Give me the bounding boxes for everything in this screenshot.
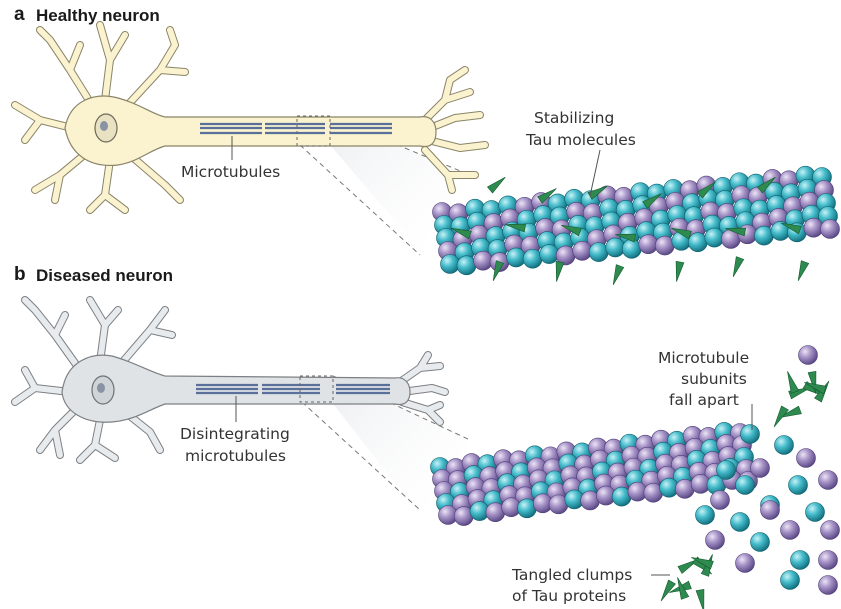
tubulin-subunit-purple: [573, 241, 592, 260]
tubulin-subunit-teal: [806, 503, 825, 522]
tubulin-subunit-teal: [507, 248, 526, 267]
tau-tangle-lower: [661, 554, 713, 609]
tubulin-subunit-teal: [789, 476, 808, 495]
tubulin-subunit-purple: [799, 346, 818, 365]
tubulin-subunit-teal: [457, 256, 476, 275]
tubulin-subunit-purple: [751, 459, 770, 478]
tubulin-subunit-teal: [523, 249, 542, 268]
subunits-label-line2: subunits: [681, 369, 747, 389]
panel-a-title: Healthy neuron: [36, 6, 160, 26]
tau-molecule: [487, 177, 505, 193]
tau-molecule: [733, 257, 744, 277]
tubulin-subunit-teal: [751, 533, 770, 552]
tau-molecule: [798, 261, 809, 281]
tubulin-subunit-purple: [819, 551, 838, 570]
tubulin-subunit-purple: [655, 236, 674, 255]
tau-molecule: [696, 589, 704, 609]
panel-b-letter: b: [14, 264, 26, 286]
tubulin-subunit-teal: [540, 245, 559, 264]
stabilizing-label-line2: Tau molecules: [526, 130, 636, 150]
tubulin-subunit-purple: [736, 554, 755, 573]
stabilizing-label-line1: Stabilizing: [534, 108, 614, 128]
tubulin-subunit-teal: [688, 233, 707, 252]
tubulin-subunit-purple: [474, 251, 493, 270]
healthy-neuron: [15, 25, 840, 285]
tubulin-subunit-teal: [791, 551, 810, 570]
tau-molecule: [556, 261, 564, 281]
tubulin-subunit-purple: [821, 521, 840, 540]
tubulin-subunit-teal: [741, 425, 760, 444]
tangled-label-line2: of Tau proteins: [512, 586, 626, 606]
tubulin-subunit-teal: [705, 228, 724, 247]
tubulin-subunit-teal: [606, 238, 625, 257]
tubulin-subunit-teal: [589, 243, 608, 262]
panel-b-title: Diseased neuron: [36, 266, 173, 286]
tau-tangle-upper: [774, 371, 829, 427]
tubulin-subunit-purple: [821, 220, 840, 239]
subunits-label-line3: fall apart: [669, 390, 739, 410]
tau-molecule: [676, 261, 684, 281]
tubulin-subunit-purple: [711, 491, 730, 510]
tubulin-subunit-teal: [736, 476, 755, 495]
tubulin-subunit-teal: [441, 255, 460, 274]
tubulin-subunit-teal: [717, 461, 736, 480]
subunits-label-line1: Microtubule: [658, 348, 749, 368]
tau-molecule: [613, 265, 624, 285]
disintegrating-label-line2: microtubules: [185, 446, 286, 466]
tau-molecule: [787, 371, 798, 393]
tangled-label-line1: Tangled clumps: [512, 565, 632, 585]
tubulin-subunit-teal: [731, 513, 750, 532]
nucleolus-diseased: [97, 383, 105, 393]
disintegrating-label-line1: Disintegrating: [180, 424, 290, 444]
tubulin-subunit-teal: [754, 226, 773, 245]
tubulin-subunit-teal: [696, 506, 715, 525]
microtubule-cylinder-healthy: [433, 166, 840, 275]
tubulin-subunit-teal: [775, 436, 794, 455]
tubulin-subunit-purple: [819, 471, 838, 490]
tubulin-subunit-teal: [781, 571, 800, 590]
nucleolus-healthy: [100, 121, 108, 131]
tubulin-subunit-purple: [706, 531, 725, 550]
microtubules-label: Microtubules: [181, 162, 280, 182]
tubulin-subunit-purple: [797, 449, 816, 468]
tubulin-subunit-purple: [819, 576, 838, 595]
tubulin-subunit-purple: [804, 218, 823, 237]
tubulin-subunit-teal: [622, 239, 641, 258]
diseased-neuron: [15, 300, 840, 609]
tubulin-subunit-purple: [761, 501, 780, 520]
panel-a-letter: a: [14, 4, 25, 26]
tubulin-subunit-purple: [781, 521, 800, 540]
tubulin-subunit-purple: [639, 235, 658, 254]
